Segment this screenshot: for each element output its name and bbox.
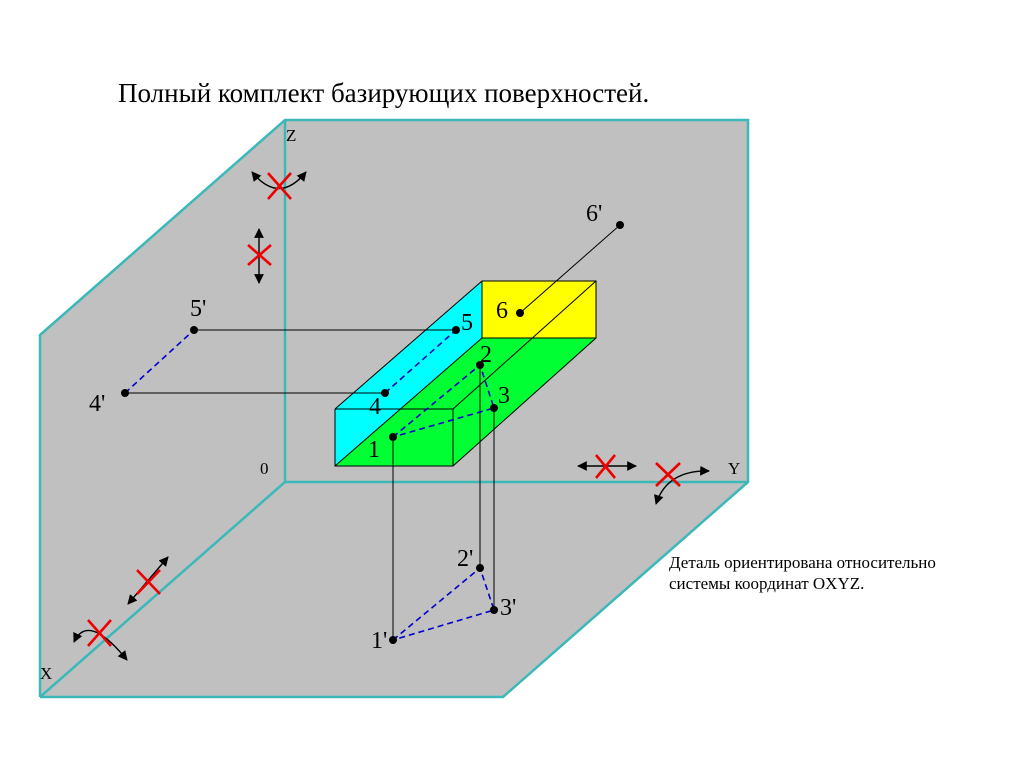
point-3 — [490, 404, 498, 412]
label-point-1: 1 — [368, 437, 380, 463]
box-bottom-face — [335, 338, 596, 466]
orientation-note-line-2: системы координат OXYZ. — [669, 574, 865, 593]
rotation-about-y-blocked — [654, 462, 710, 505]
point-4 — [381, 389, 389, 397]
point-3-prime — [490, 606, 498, 614]
point-1-prime — [389, 636, 397, 644]
axis-label-z: Z — [286, 126, 296, 145]
box-edges — [334, 280, 597, 467]
point-5-prime — [190, 326, 198, 334]
projection-lines — [125, 224, 621, 640]
translation-along-y-blocked — [577, 454, 637, 479]
orientation-note-line-1: Деталь ориентирована относительно — [669, 553, 936, 572]
point-6-prime — [616, 221, 624, 229]
label-point-2: 2 — [480, 342, 492, 368]
box-side-face — [335, 281, 482, 466]
point-markers — [121, 221, 624, 644]
axis-label-x: X — [40, 664, 52, 683]
point-2-prime — [476, 564, 484, 572]
axis-label-y: Y — [728, 459, 740, 478]
dashed-triangles — [124, 329, 496, 641]
label-point-6: 6 — [496, 298, 508, 324]
rotation-about-z-blocked — [251, 171, 307, 200]
label-point-6-prime: 6' — [586, 201, 602, 227]
translation-along-z-blocked — [247, 228, 272, 284]
point-2 — [476, 361, 484, 369]
point-6 — [516, 309, 524, 317]
label-point-4: 4 — [369, 394, 381, 420]
box-back-face — [482, 281, 596, 338]
point-5 — [452, 326, 460, 334]
translation-along-x-blocked — [127, 556, 169, 605]
label-point-5: 5 — [461, 310, 473, 336]
xy-plane — [40, 482, 748, 697]
label-point-3: 3 — [498, 383, 510, 409]
orientation-note: Деталь ориентирована относительно систем… — [669, 552, 936, 594]
page-title: Полный комплект базирующих поверхностей. — [118, 78, 650, 108]
axis-label-origin: 0 — [260, 459, 269, 478]
label-point-5-prime: 5' — [190, 296, 206, 322]
label-point-3-prime: 3' — [500, 595, 516, 621]
rotation-about-x-blocked — [73, 619, 128, 661]
point-4-prime — [121, 389, 129, 397]
label-point-1-prime: 1' — [371, 628, 387, 654]
label-point-4-prime: 4' — [89, 391, 105, 417]
xz-plane — [40, 120, 285, 697]
label-point-2-prime: 2' — [457, 546, 473, 572]
point-1 — [389, 433, 397, 441]
